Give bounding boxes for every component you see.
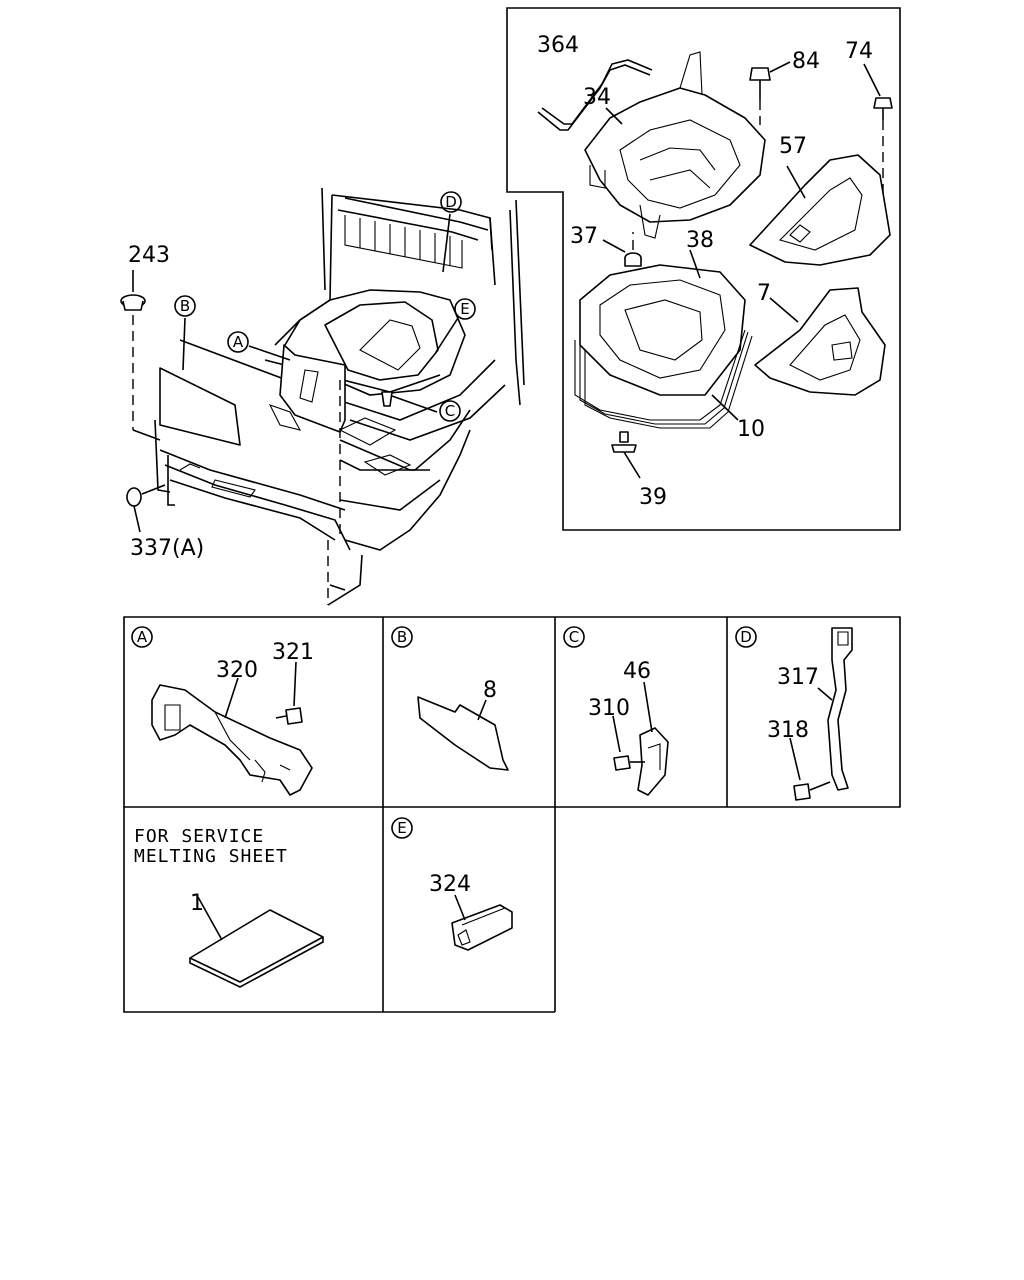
service-note-line1: FOR SERVICE xyxy=(134,826,264,847)
panel-tag-d: D xyxy=(735,626,757,648)
main-tag-d: D xyxy=(440,191,462,213)
part-317-strap xyxy=(817,627,853,791)
callout-37: 37 xyxy=(570,224,598,249)
part-46-clip xyxy=(637,681,669,796)
part-337-plug xyxy=(126,484,166,533)
part-318-screw xyxy=(789,737,831,801)
main-tag-c: C xyxy=(439,400,461,422)
callout-57: 57 xyxy=(779,134,807,159)
callout-74: 74 xyxy=(845,39,873,64)
callout-337: 337(A) xyxy=(130,536,204,561)
main-tag-e: E xyxy=(454,298,476,320)
part-37-grommet xyxy=(602,232,642,267)
callout-243: 243 xyxy=(128,243,170,268)
part-10-base xyxy=(574,329,753,429)
callout-7: 7 xyxy=(757,281,771,306)
vehicle-floor-assembly xyxy=(154,187,525,606)
callout-46: 46 xyxy=(623,659,651,684)
part-8-sheet xyxy=(417,696,509,771)
callout-1: 1 xyxy=(190,891,204,916)
panel-tag-c: C xyxy=(563,626,585,648)
part-243-plug xyxy=(120,270,161,441)
part-38-cover xyxy=(579,249,746,396)
svg-text:C: C xyxy=(569,628,579,646)
svg-text:D: D xyxy=(445,193,457,211)
part-364-rod xyxy=(537,59,653,131)
detail-grid xyxy=(123,616,901,1013)
panel-tag-a: A xyxy=(131,626,153,648)
leader-tag-e xyxy=(435,317,459,353)
callout-324: 324 xyxy=(429,872,471,897)
part-34-tray xyxy=(584,51,766,239)
callout-320: 320 xyxy=(216,658,258,683)
leader-tag-a xyxy=(248,345,291,361)
part-57-bracket xyxy=(749,154,891,266)
leader-34 xyxy=(605,107,623,125)
panel-tag-b: B xyxy=(391,626,413,648)
part-84-bolt xyxy=(749,61,791,125)
svg-text:E: E xyxy=(397,819,406,837)
svg-text:A: A xyxy=(137,628,148,646)
leader-tag-c xyxy=(391,395,438,413)
part-310-screw xyxy=(612,715,645,771)
part-1-sheet xyxy=(189,896,324,988)
callout-364: 364 xyxy=(537,33,579,58)
main-tag-a: A xyxy=(227,331,249,353)
main-clip-c xyxy=(381,391,393,407)
callout-84: 84 xyxy=(792,49,820,74)
callout-39: 39 xyxy=(639,485,667,510)
part-321-screw xyxy=(275,661,303,725)
main-tag-b: B xyxy=(174,295,196,317)
svg-text:A: A xyxy=(233,333,244,351)
svg-text:B: B xyxy=(180,297,190,315)
svg-text:C: C xyxy=(445,402,455,420)
part-7-plate xyxy=(754,287,886,396)
callout-321: 321 xyxy=(272,640,314,665)
leader-tag-d xyxy=(442,213,451,273)
part-320-bracket xyxy=(151,677,313,796)
callout-310: 310 xyxy=(588,696,630,721)
svg-text:B: B xyxy=(397,628,407,646)
callout-10: 10 xyxy=(737,417,765,442)
panel-tag-e: E xyxy=(391,817,413,839)
callout-317: 317 xyxy=(777,665,819,690)
svg-text:D: D xyxy=(740,628,752,646)
exploded-view-frame xyxy=(506,7,901,531)
part-39-clip xyxy=(611,431,641,479)
svg-text:E: E xyxy=(460,300,469,318)
service-note-line2: MELTING SHEET xyxy=(134,846,288,867)
callout-34: 34 xyxy=(583,85,611,110)
callout-8: 8 xyxy=(483,678,497,703)
callout-318: 318 xyxy=(767,718,809,743)
callout-38: 38 xyxy=(686,228,714,253)
leader-tag-b xyxy=(182,317,186,371)
part-324-clip xyxy=(451,894,513,951)
